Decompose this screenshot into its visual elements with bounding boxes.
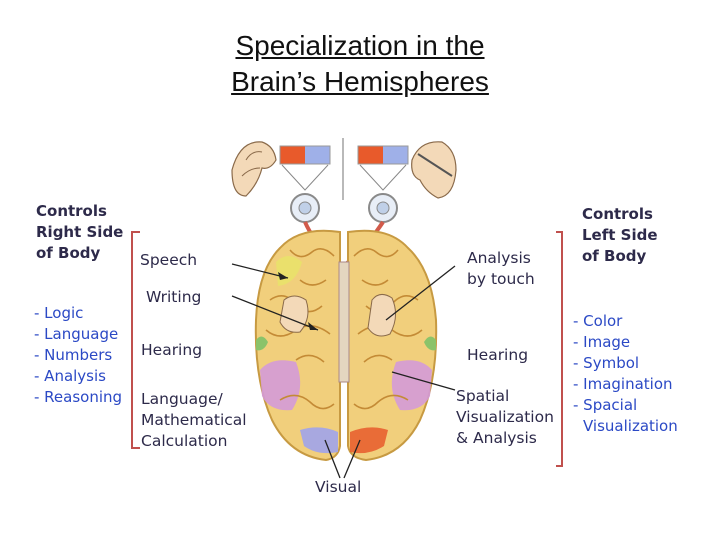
list-item: Visualization [583, 417, 678, 435]
touch-hand-icon [367, 294, 396, 337]
list-item: - Spacial [573, 396, 638, 414]
label-writing: Writing [146, 288, 202, 306]
list-item: - Image [573, 333, 631, 351]
left-heading-line-2: Right Side [36, 223, 124, 241]
list-item: - Analysis [34, 367, 106, 385]
right-heading-line-3: of Body [582, 247, 647, 265]
right-eye-cone [359, 164, 407, 191]
right-heading-line-1: Controls [582, 205, 653, 223]
label-spatial-line-1: Spatial [456, 387, 510, 405]
label-analysis-line-1: Analysis [467, 249, 531, 267]
label-speech: Speech [140, 251, 198, 269]
page-title: Specialization in the Brain’s Hemisphere… [0, 28, 720, 100]
label-language-line-2: Mathematical [141, 411, 247, 429]
label-language-math: Language/ Mathematical Calculation [141, 389, 247, 452]
left-bracket [131, 231, 140, 449]
writing-hand-icon [279, 295, 309, 333]
list-item: - Symbol [573, 354, 640, 372]
list-item: - Reasoning [34, 388, 123, 406]
left-occipital-region [300, 427, 338, 454]
list-item: - Numbers [34, 346, 113, 364]
label-spatial-line-2: Visualization [456, 408, 554, 426]
label-visual: Visual [315, 478, 362, 496]
left-eye-cone [281, 164, 329, 191]
label-analysis-touch: Analysis by touch [467, 248, 535, 290]
left-heading-line-1: Controls [36, 202, 107, 220]
label-hearing-right: Hearing [467, 346, 529, 364]
right-hemisphere [347, 229, 438, 462]
list-item: - Language [34, 325, 119, 343]
list-item: - Color [573, 312, 623, 330]
left-controls-heading: Controls Right Side of Body [36, 201, 123, 264]
left-hearing-region [256, 336, 268, 351]
right-heading-line-2: Left Side [582, 226, 658, 244]
corpus-callosum [338, 261, 350, 383]
right-function-list: - Color - Image - Symbol - Imagination -… [573, 311, 678, 437]
right-occipital-region [350, 427, 388, 454]
title-line-1: Specialization in the [235, 30, 485, 61]
right-bracket [556, 231, 563, 467]
left-eye-box [279, 145, 331, 165]
right-eye-box [357, 145, 409, 165]
label-spatial: Spatial Visualization & Analysis [456, 386, 554, 449]
pointer-lines [231, 263, 456, 479]
list-item: - Imagination [573, 375, 673, 393]
left-function-list: - Logic - Language - Numbers - Analysis … [34, 303, 122, 408]
label-language-line-3: Calculation [141, 432, 228, 450]
list-item: - Logic [34, 304, 84, 322]
label-hearing-left: Hearing [141, 341, 203, 359]
label-language-line-1: Language/ [141, 390, 223, 408]
right-hand-icon [411, 141, 457, 199]
label-spatial-line-3: & Analysis [456, 429, 537, 447]
right-hearing-region [424, 336, 436, 351]
left-heading-line-3: of Body [36, 244, 101, 262]
title-line-2: Brain’s Hemispheres [231, 66, 489, 97]
left-temporal-region [260, 360, 301, 411]
left-hand-icon [231, 141, 277, 197]
right-controls-heading: Controls Left Side of Body [582, 204, 658, 267]
label-analysis-line-2: by touch [467, 270, 535, 288]
